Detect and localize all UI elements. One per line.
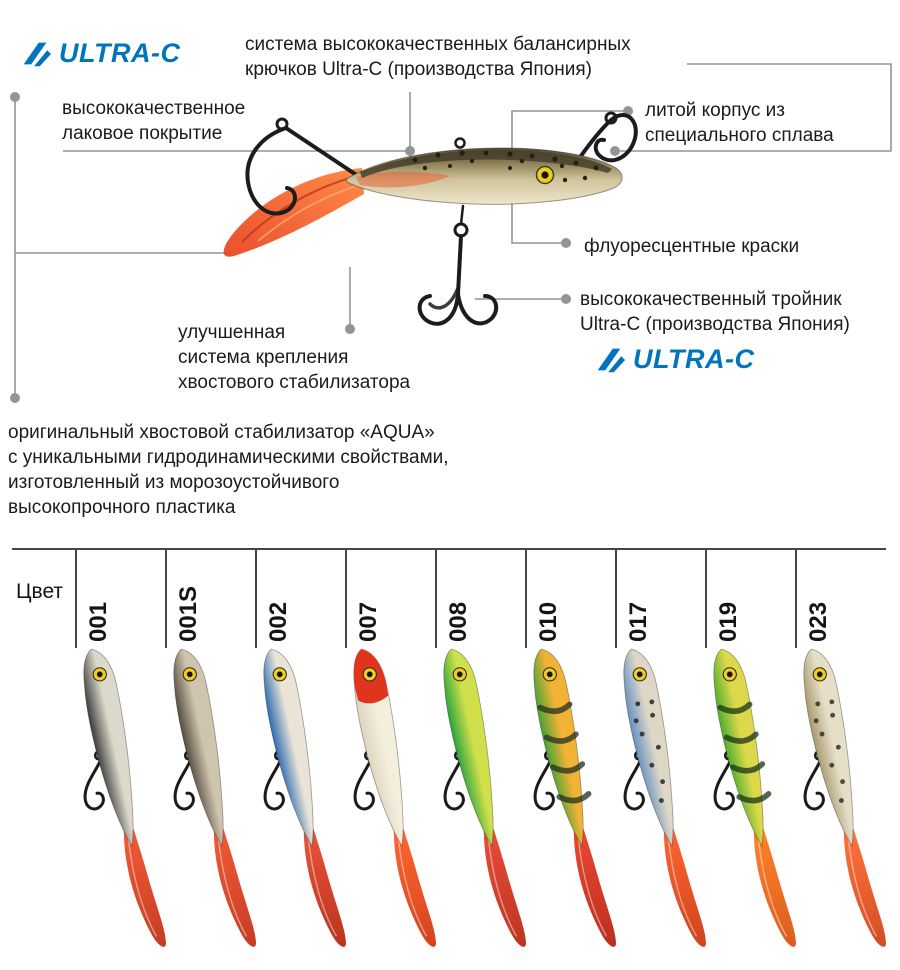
column-divider [615,548,617,648]
column-divider [435,548,437,648]
line-tie-loop [454,137,466,149]
column-divider [255,548,257,648]
lure-body [345,137,623,205]
color-table-rule [12,548,886,550]
callout-lacquer: высококачественное лаковое покрытие [62,98,246,145]
treble-hook [417,204,499,326]
lure-variant-001S [165,638,256,966]
front-hook [245,117,360,216]
lure-image-023 [803,648,886,947]
color-code-header-002: 002 [255,548,345,648]
column-divider [165,548,167,648]
color-variants-row [75,638,886,966]
lure-variant-023 [795,638,886,966]
color-code-header-008: 008 [435,548,525,648]
lure-pupil [541,171,549,179]
column-divider [795,548,797,648]
column-divider [525,548,527,648]
color-code-header-023: 023 [795,548,885,648]
brand-flash-icon [597,348,626,372]
color-code-header-007: 007 [345,548,435,648]
color-code-header-017: 017 [615,548,705,648]
lure-variant-019 [705,638,796,966]
brand-flash-icon [23,42,52,66]
lure-image-017 [623,648,706,947]
lure-image-010 [533,648,616,947]
callout-hook-system: система высококачественных балансирных к… [245,34,631,81]
callout-tail-mount: улучшенная система крепления хвостового … [178,322,411,394]
color-code-header-010: 010 [525,548,615,648]
callout-fluorescent: флуоресцентные краски [584,236,800,257]
lure-image-007 [353,648,436,947]
rear-hook [576,111,638,163]
lure-variant-017 [615,638,706,966]
lure-image-001 [83,648,166,947]
lure-variant-002 [255,638,346,966]
brand-name: ULTRA-C [633,344,755,374]
column-divider [75,548,77,648]
color-code-header-001S: 001S [165,548,255,648]
brand-name: ULTRA-C [59,38,181,68]
lure-variant-007 [345,638,436,966]
lure-image-019 [713,648,796,947]
lure-image-002 [263,648,346,947]
lure-illustration [223,111,638,326]
callout-cast-body: литой корпус из специального сплава [645,100,834,147]
color-column-label: Цвет [16,580,64,603]
lure-image-008 [443,648,526,947]
callout-tail-stabilizer: оригинальный хвостовой стабилизатор «AQU… [8,422,449,519]
tail-stabilizer [223,168,364,257]
lure-variant-001 [75,638,166,966]
lure-variant-008 [435,638,526,966]
column-divider [705,548,707,648]
body-spots [412,150,599,183]
brand-logo-right: ULTRA-C [592,344,754,375]
color-code-header-001: 001 [75,548,165,648]
callout-treble: высококачественный тройник Ultra-C (прои… [580,289,850,336]
lure-image-001S [173,648,256,947]
column-divider [345,548,347,648]
lure-variant-010 [525,638,616,966]
color-code: 001S [175,585,202,642]
brand-logo-top: ULTRA-C [18,38,180,69]
color-code-header-019: 019 [705,548,795,648]
